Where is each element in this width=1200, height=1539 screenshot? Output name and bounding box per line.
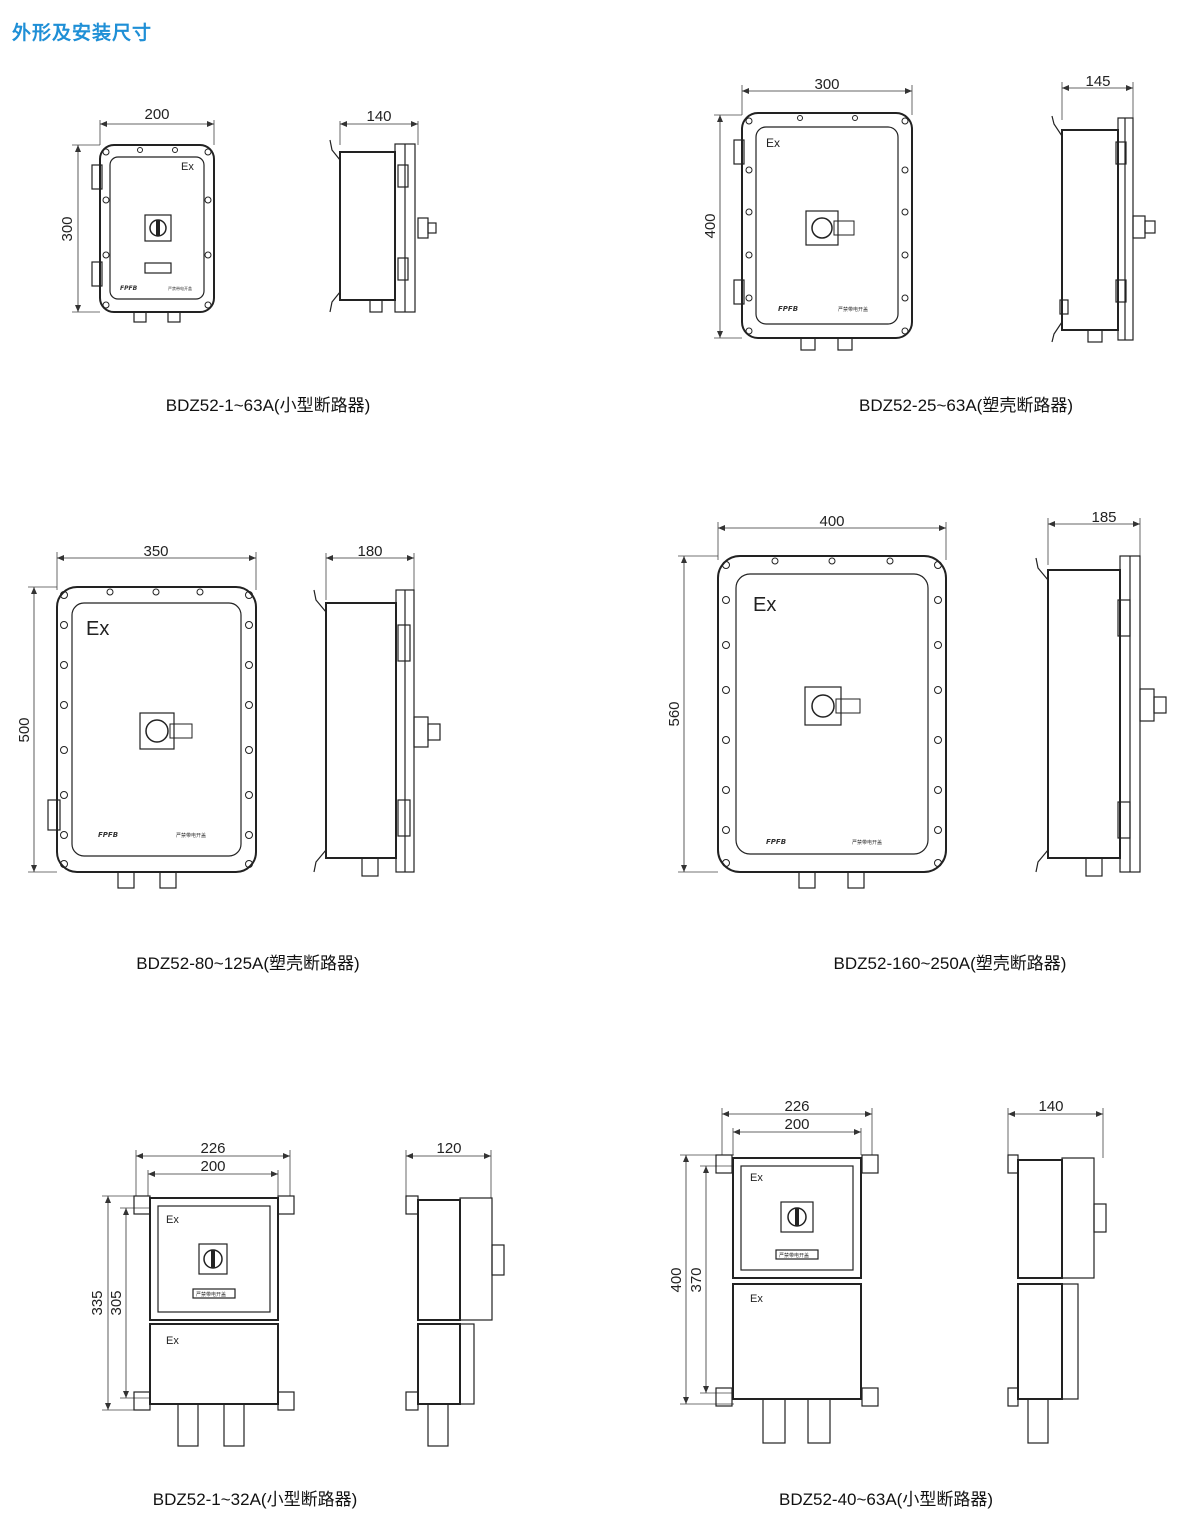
model-5-inner-height-label: 305	[108, 1290, 125, 1315]
model-3-ex-mark: Ex	[86, 618, 109, 640]
model-5-caption: BDZ52-1~32A(小型断路器)	[153, 1490, 358, 1509]
model-5-outer-width-label: 226	[200, 1140, 225, 1157]
model-6-lower-ex-mark: Ex	[750, 1293, 763, 1305]
model-3-caption: BDZ52-80~125A(塑壳断路器)	[136, 954, 359, 973]
model-4-drawing: 400 560 Ex FPFB 严禁带电开盖 185	[666, 509, 1167, 889]
model-6-inner-height-label: 370	[688, 1267, 705, 1292]
model-5-drawing: 226 200 335 305 Ex 严禁带电开盖 Ex	[89, 1140, 505, 1447]
model-6-upper-ex-mark: Ex	[750, 1172, 763, 1184]
model-3-warning: 严禁带电开盖	[176, 832, 206, 839]
model-2-warning: 严禁带电开盖	[838, 306, 868, 313]
model-1-drawing: 200 300 Ex FPFB 严禁带电开盖 140	[59, 106, 437, 323]
model-6-outer-height-label: 400	[668, 1267, 685, 1292]
model-4-ex-mark: Ex	[753, 594, 776, 616]
model-1-caption: BDZ52-1~63A(小型断路器)	[166, 396, 371, 415]
model-5-inner-width-label: 200	[200, 1158, 225, 1175]
model-5-warning: 严禁带电开盖	[196, 1291, 226, 1298]
model-4-warning: 严禁带电开盖	[852, 839, 882, 846]
model-3-drawing: 350 500 Ex FPFB 严禁带电开盖 180	[16, 543, 441, 889]
model-6-outer-width-label: 226	[784, 1098, 809, 1115]
model-2-drawing: 300 400 Ex FPFB 严禁带电开盖 145	[702, 73, 1156, 351]
model-1-ex-mark: Ex	[181, 161, 194, 173]
model-4-rotary-handle-icon	[811, 694, 835, 718]
model-2-caption: BDZ52-25~63A(塑壳断路器)	[859, 396, 1073, 415]
model-5-outer-height-label: 335	[89, 1290, 106, 1315]
model-1-logo: FPFB	[120, 285, 138, 292]
model-1-depth-label: 140	[366, 108, 391, 125]
model-1-width-label: 200	[144, 106, 169, 123]
model-4-height-label: 560	[666, 701, 683, 726]
model-2-width-label: 300	[814, 76, 839, 93]
model-4-depth-label: 185	[1091, 509, 1116, 526]
model-6-warning: 严禁带电开盖	[779, 1252, 809, 1259]
model-3-width-label: 350	[143, 543, 168, 560]
model-2-logo: FPFB	[778, 305, 798, 313]
model-2-rotary-handle-icon	[811, 217, 833, 239]
model-5-upper-ex-mark: Ex	[166, 1214, 179, 1226]
model-6-depth-label: 140	[1038, 1098, 1063, 1115]
model-6-drawing: 226 200 400 370 Ex 严禁带电开盖 Ex 140	[668, 1098, 1107, 1444]
model-1-height-label: 300	[59, 216, 76, 241]
model-2-depth-label: 145	[1085, 73, 1110, 90]
model-1-warning: 严禁带电开盖	[168, 285, 192, 291]
model-3-depth-label: 180	[357, 543, 382, 560]
model-2-height-label: 400	[702, 213, 719, 238]
model-6-caption: BDZ52-40~63A(小型断路器)	[779, 1490, 993, 1509]
model-3-height-label: 500	[16, 717, 33, 742]
model-6-inner-width-label: 200	[784, 1116, 809, 1133]
model-3-rotary-handle-icon	[145, 719, 169, 743]
model-2-ex-mark: Ex	[766, 136, 780, 150]
model-5-lower-ex-mark: Ex	[166, 1335, 179, 1347]
model-5-depth-label: 120	[436, 1140, 461, 1157]
model-4-width-label: 400	[819, 513, 844, 530]
page-title: 外形及安装尺寸	[12, 22, 153, 44]
model-4-caption: BDZ52-160~250A(塑壳断路器)	[834, 954, 1067, 973]
model-4-logo: FPFB	[766, 838, 786, 846]
model-3-logo: FPFB	[98, 831, 118, 839]
